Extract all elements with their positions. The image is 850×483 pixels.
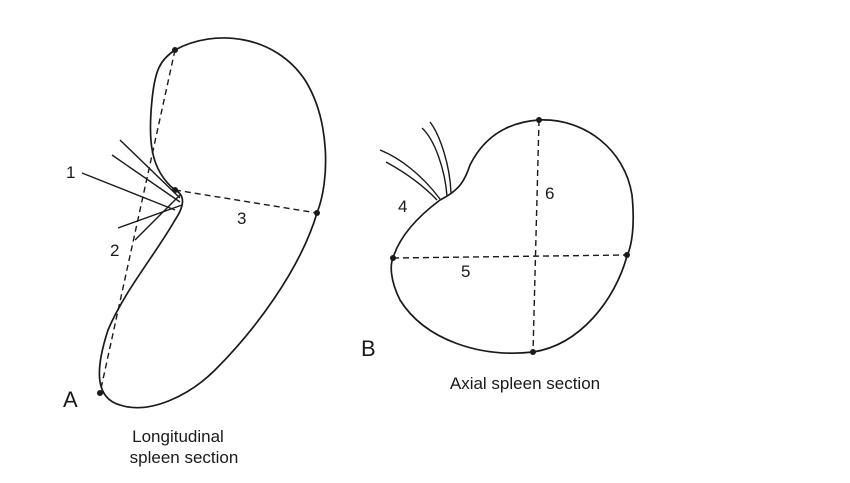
panel-b-letter: B xyxy=(361,336,376,361)
panel-b-caption: Axial spleen section xyxy=(450,374,600,393)
measure-point xyxy=(624,252,630,258)
panel-a-caption-line-2: spleen section xyxy=(130,448,239,467)
hilar-vessels xyxy=(379,121,452,201)
label-4: 4 xyxy=(398,197,407,216)
panel-b: 4 5 6 B Axial spleen section xyxy=(361,117,635,393)
measurement-vertical-dashed xyxy=(532,119,540,353)
measure-point xyxy=(97,390,103,396)
panel-a-caption-line-1: Longitudinal xyxy=(132,427,224,446)
axial-spleen-outline xyxy=(390,119,635,354)
measurement-width-dashed xyxy=(174,189,318,214)
longitudinal-spleen-outline xyxy=(98,37,327,409)
label-1-leader-line xyxy=(81,172,176,211)
measure-point xyxy=(172,47,178,53)
measure-point xyxy=(172,187,178,193)
label-6: 6 xyxy=(545,184,554,203)
measure-point xyxy=(536,117,542,123)
panel-a-letter: A xyxy=(63,387,78,412)
measure-point xyxy=(530,349,536,355)
label-5: 5 xyxy=(461,262,470,281)
measure-point xyxy=(390,255,396,261)
label-2: 2 xyxy=(110,241,119,260)
label-3: 3 xyxy=(237,209,246,228)
panel-a: 1 2 3 A Longitudinal spleen section xyxy=(63,37,327,467)
measure-point xyxy=(314,210,320,216)
label-1: 1 xyxy=(66,163,75,182)
measurement-horizontal-dashed xyxy=(392,254,628,259)
